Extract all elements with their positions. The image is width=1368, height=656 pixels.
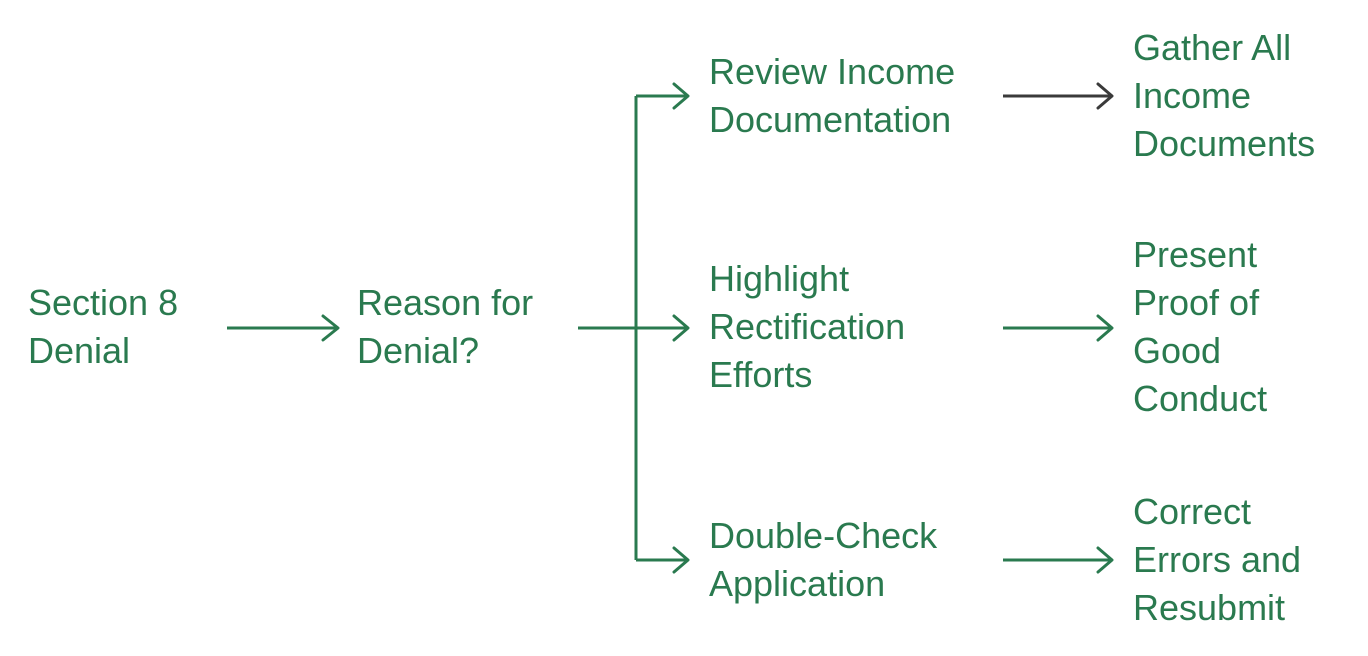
node-line: Reason for [357, 282, 534, 323]
node-line: Rectification [709, 306, 906, 347]
node-line: Income [1133, 75, 1252, 116]
arrowhead-outcome-application [1096, 546, 1114, 574]
node-line: Errors and [1133, 539, 1302, 580]
node-line: Review Income [709, 51, 956, 92]
node-gather-all-income-documents: Gather All Income Documents [1133, 24, 1315, 168]
node-line: Application [709, 563, 886, 604]
node-present-proof-of-good-conduct: Present Proof of Good Conduct [1133, 231, 1267, 423]
node-line: Present [1133, 234, 1258, 275]
arrowhead-branch-income [672, 82, 690, 110]
node-line: Gather All [1133, 27, 1292, 68]
node-section-8-denial: Section 8 Denial [28, 279, 178, 375]
node-line: Denial [28, 330, 131, 371]
node-line: Resubmit [1133, 587, 1286, 628]
node-line: Efforts [709, 354, 813, 395]
node-double-check-application: Double-Check Application [709, 512, 937, 608]
node-line: Good [1133, 330, 1222, 371]
node-line: Highlight [709, 258, 850, 299]
node-highlight-rectification-efforts: Highlight Rectification Efforts [709, 255, 905, 399]
arrowhead-outcome-rectification [1096, 314, 1114, 342]
node-line: Conduct [1133, 378, 1268, 419]
node-line: Documents [1133, 123, 1316, 164]
node-line: Correct [1133, 491, 1252, 532]
arrowhead-outcome-income [1096, 82, 1114, 110]
node-line: Double-Check [709, 515, 938, 556]
node-line: Proof of [1133, 282, 1260, 323]
node-line: Documentation [709, 99, 952, 140]
arrowhead-decision [321, 314, 340, 342]
node-line: Section 8 [28, 282, 179, 323]
node-reason-for-denial: Reason for Denial? [357, 279, 533, 375]
node-line: Denial? [357, 330, 480, 371]
node-correct-errors-and-resubmit: Correct Errors and Resubmit [1133, 488, 1301, 632]
arrowhead-branch-application [672, 546, 690, 574]
node-review-income-documentation: Review Income Documentation [709, 48, 955, 144]
arrowhead-branch-rectification [672, 314, 690, 342]
